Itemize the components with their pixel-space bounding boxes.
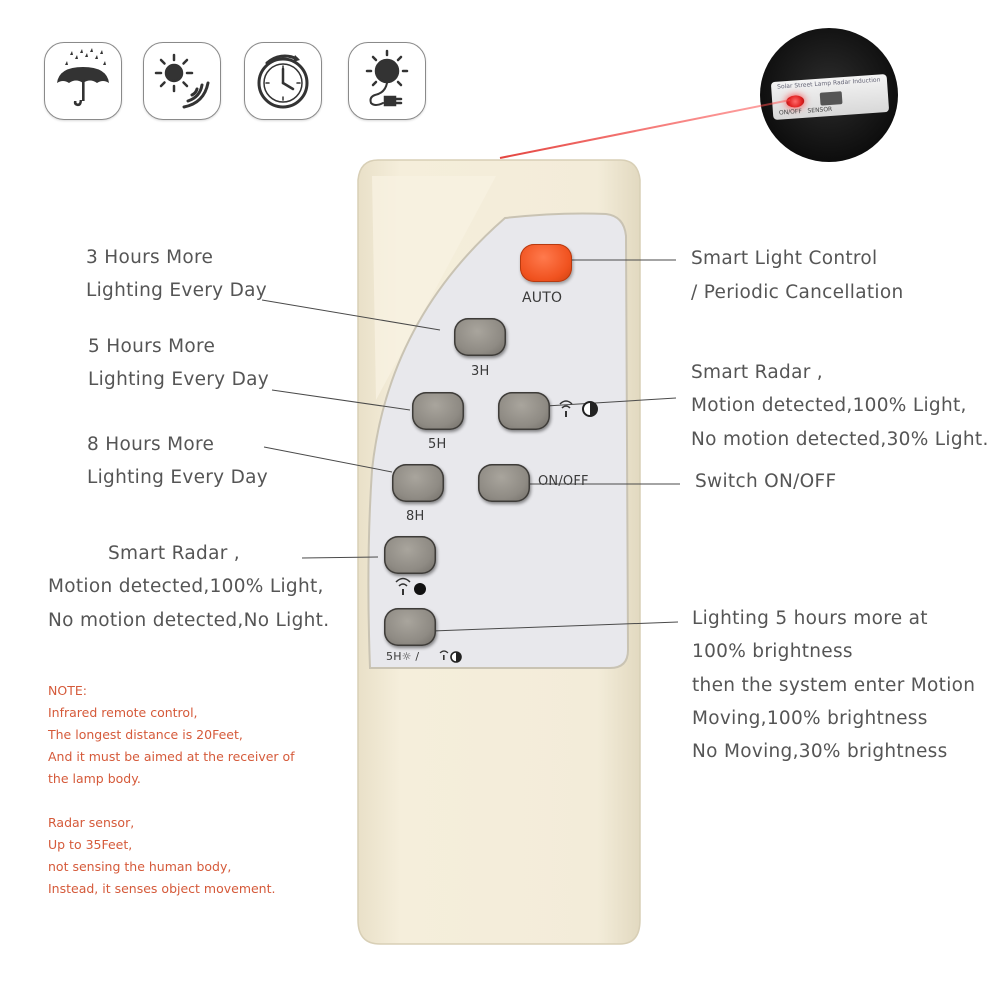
radar-dot-symbol-left [395, 577, 426, 595]
annotation-combo-line5: No Moving,30% brightness [692, 741, 948, 762]
annotation-5h-line1: 5 Hours More [88, 336, 216, 357]
leader-3h [261, 299, 441, 331]
note-title: NOTE: [48, 683, 87, 698]
note-block: NOTE: Infrared remote control, The longe… [48, 680, 295, 900]
annotation-auto-line1: Smart Light Control [691, 248, 878, 269]
note-line: And it must be aimed at the receiver of [48, 749, 295, 764]
3h-button-label: 3H [471, 364, 490, 379]
annotation-onoff-line1: Switch ON/OFF [695, 471, 837, 492]
annotation-8h-line1: 8 Hours More [87, 434, 215, 455]
annotation-combo-line2: 100% brightness [692, 641, 853, 662]
note-spacer [48, 790, 295, 812]
radar-off-button[interactable] [384, 536, 436, 574]
annotation-radar-dim-line1: Smart Radar , [691, 362, 823, 383]
combo-button-label: 5H☼ / [386, 650, 420, 663]
annotation-3h-line1: 3 Hours More [86, 247, 214, 268]
radar-dim-button[interactable] [498, 392, 550, 430]
sun-power-plug-icon [348, 42, 426, 120]
annotation-5h-line2: Lighting Every Day [88, 369, 270, 390]
combo-symbol [439, 650, 462, 663]
5h-button-label: 5H [428, 437, 447, 452]
auto-button[interactable] [520, 244, 572, 282]
clock-timer-icon [244, 42, 322, 120]
auto-button-label: AUTO [522, 290, 563, 306]
lamp-receiver-closeup: Solar Street Lamp Radar Induction ON/OFF… [760, 28, 898, 162]
note-line: The longest distance is 20Feet, [48, 727, 243, 742]
leader-5h [271, 389, 411, 411]
annotation-auto-line2: / Periodic Cancellation [691, 282, 904, 303]
leader-radar-off [301, 556, 379, 559]
annotation-radar-dim-line2: Motion detected,100% Light, [691, 395, 967, 416]
note-line: not sensing the human body, [48, 859, 232, 874]
3h-button[interactable] [454, 318, 506, 356]
sun-radar-icon [143, 42, 221, 120]
onoff-button[interactable] [478, 464, 530, 502]
note-line: Radar sensor, [48, 815, 135, 830]
annotation-combo-line3: then the system enter Motion [692, 675, 976, 696]
8h-button[interactable] [392, 464, 444, 502]
radar-sun-symbol-right [559, 400, 598, 417]
note-line: the lamp body. [48, 771, 141, 786]
8h-button-label: 8H [406, 509, 425, 524]
onoff-button-label: ON/OFF [538, 474, 589, 489]
annotation-radar-off-line2: Motion detected,100% Light, [48, 576, 324, 597]
annotation-combo-line4: Moving,100% brightness [692, 708, 928, 729]
annotation-radar-dim-line3: No motion detected,30% Light. [691, 429, 989, 450]
note-line: Up to 35Feet, [48, 837, 133, 852]
note-line: Instead, it senses object movement. [48, 881, 276, 896]
ir-beam [499, 99, 791, 159]
leader-8h [263, 446, 393, 473]
annotation-3h-line2: Lighting Every Day [86, 280, 268, 301]
leader-combo [431, 621, 679, 632]
annotation-combo-line1: Lighting 5 hours more at [692, 608, 928, 629]
5h-button[interactable] [412, 392, 464, 430]
rain-umbrella-icon [44, 42, 122, 120]
combo-button[interactable] [384, 608, 436, 646]
note-line: Infrared remote control, [48, 705, 198, 720]
annotation-8h-line2: Lighting Every Day [87, 467, 269, 488]
annotation-radar-off-line3: No motion detected,No Light. [48, 610, 330, 631]
leader-radar-dim [545, 397, 677, 407]
annotation-radar-off-line1: Smart Radar , [108, 543, 240, 564]
